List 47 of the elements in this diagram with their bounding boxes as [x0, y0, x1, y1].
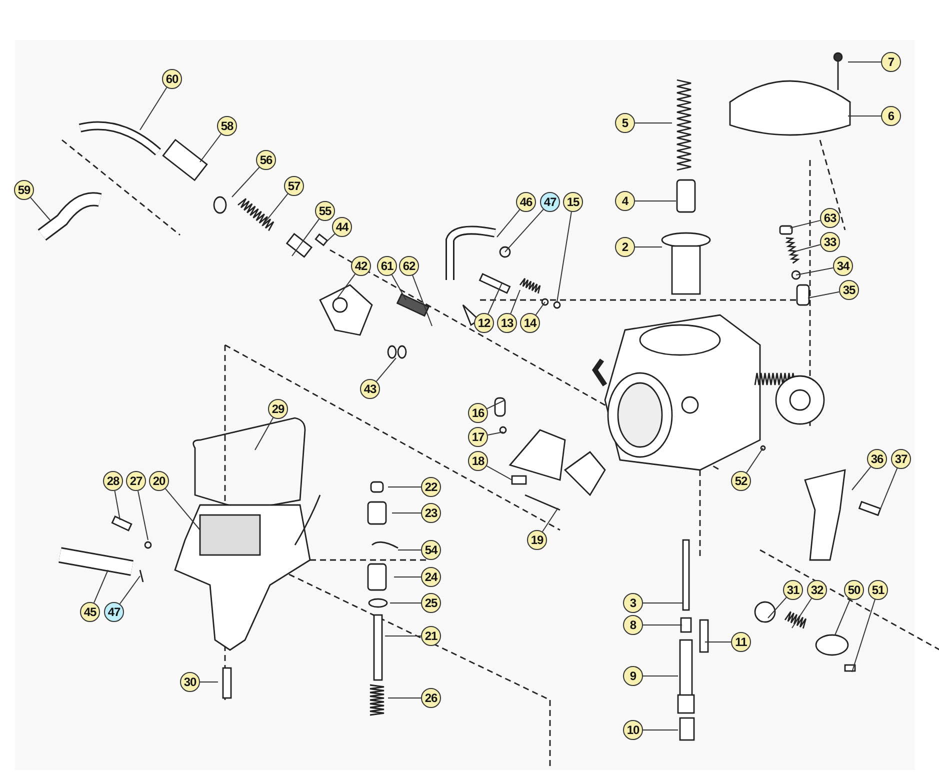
leader-line [634, 200, 676, 202]
leader-line [510, 290, 520, 314]
leader-line [486, 400, 506, 410]
leader-line [376, 358, 396, 382]
leader-line [254, 417, 274, 450]
leader-line [796, 267, 834, 276]
leader-line [114, 490, 120, 520]
leader-line [808, 291, 840, 298]
leader-line [487, 432, 504, 436]
leader-line [880, 468, 898, 510]
leader-line [324, 233, 336, 244]
leader-line [504, 208, 544, 252]
leader-line [390, 602, 422, 604]
leader-line [30, 197, 50, 220]
leader-line [292, 218, 320, 256]
leader-line [412, 274, 432, 326]
leader-line [138, 490, 148, 540]
leader-line [388, 486, 422, 488]
leader-line [790, 220, 821, 228]
leader-line [200, 134, 222, 162]
leader-line [792, 598, 812, 628]
leader-line [642, 624, 682, 626]
leader-line [834, 598, 851, 636]
leader-line [642, 602, 684, 604]
leader-line [556, 211, 572, 302]
leader-line [336, 274, 356, 300]
leader-line [394, 576, 422, 578]
leader-line [391, 274, 406, 300]
leader-line [852, 466, 872, 490]
leader-line [140, 86, 168, 130]
leader-line [852, 599, 876, 672]
leader-line [392, 512, 422, 514]
leader-line [535, 302, 546, 316]
leader-line [634, 122, 672, 124]
leader-line [768, 596, 787, 618]
leader-line [262, 193, 288, 226]
leader-line [792, 244, 821, 252]
leader-line [488, 282, 502, 314]
leader-line [164, 488, 200, 530]
leader-line [486, 465, 512, 480]
leader-line [496, 209, 520, 238]
leader-line [634, 246, 662, 248]
leader-line [542, 508, 558, 532]
leader-line [119, 576, 140, 604]
leader-line [93, 570, 108, 604]
leader-line [746, 448, 764, 474]
leader-line [232, 166, 260, 198]
